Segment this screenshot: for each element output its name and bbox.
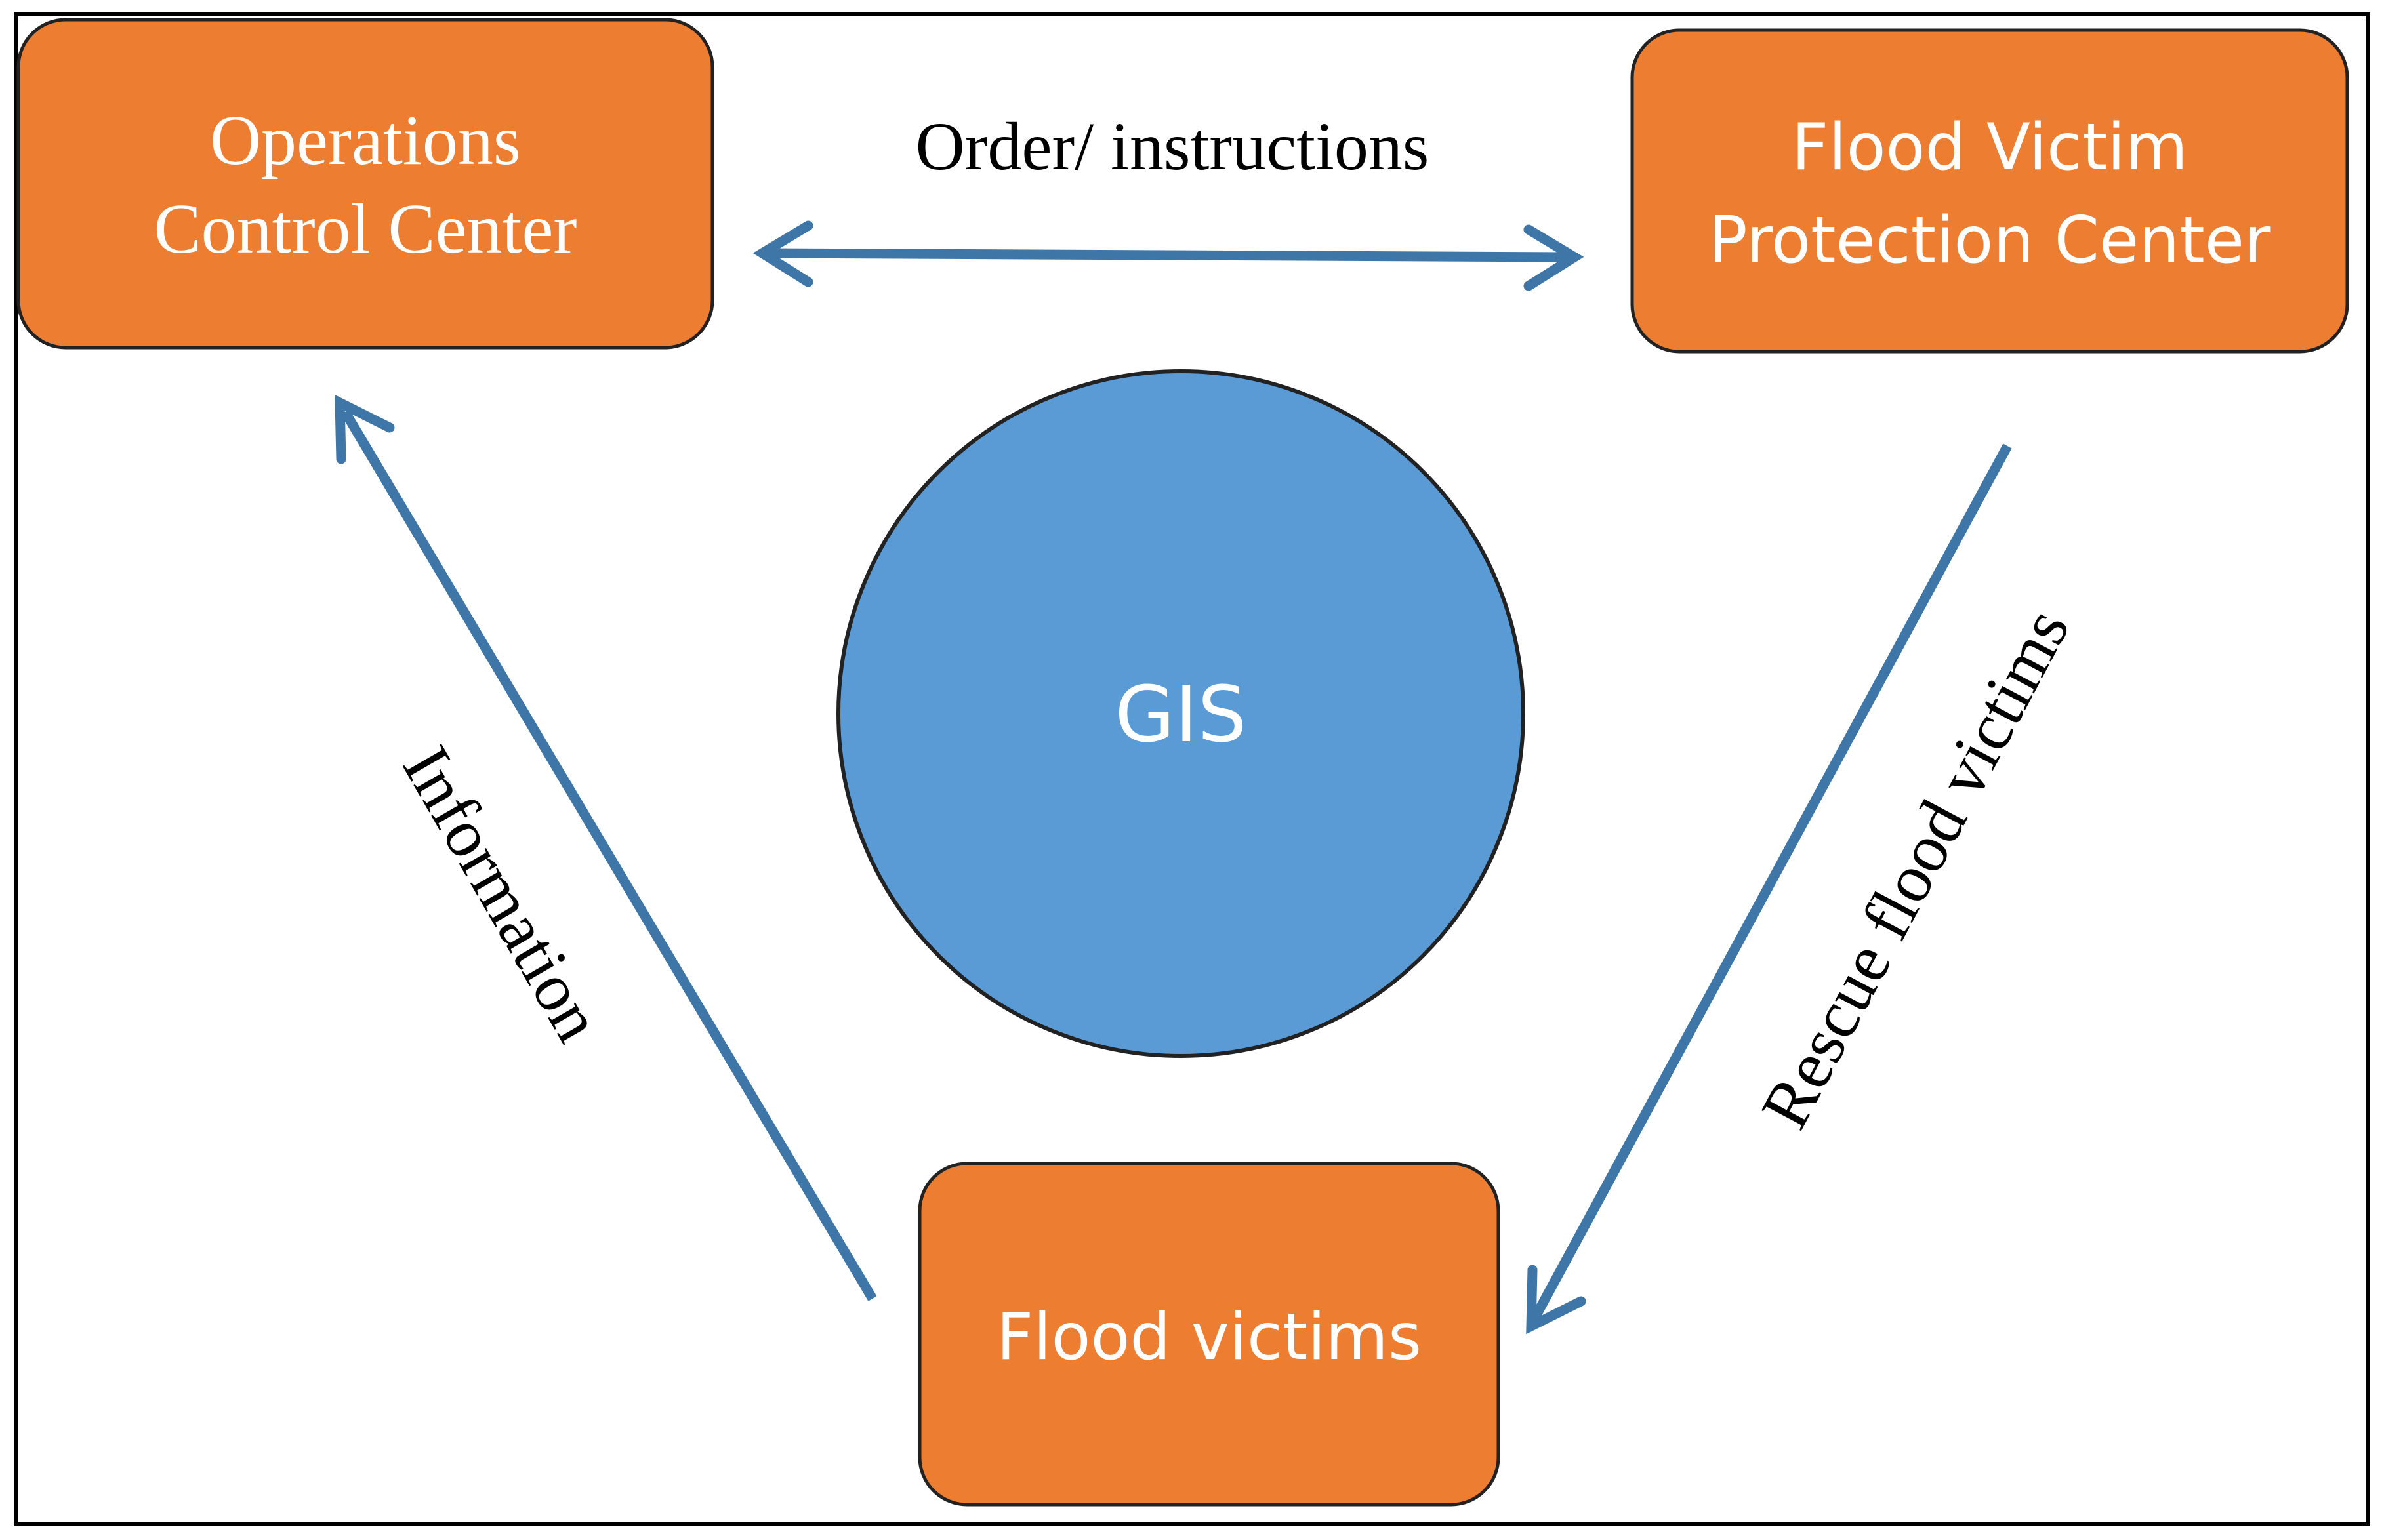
flood-victims-box [918, 1162, 1500, 1507]
order-instructions-edge: Order/ instructions [752, 109, 1584, 291]
gis-label: GIS [1115, 669, 1246, 760]
information-arrow-shaft [340, 409, 877, 1301]
order-instructions-arrowhead-left [752, 220, 813, 287]
flood-victims-node: Flood victims [918, 1162, 1500, 1507]
flood-victim-protection-center-box [1630, 28, 2349, 354]
order-instructions-arrow-shaft [766, 248, 1570, 262]
gis-node: GIS [836, 369, 1525, 1058]
operations-control-center-label-line-1: Operations [210, 102, 521, 180]
flood-victim-protection-center-node: Flood Victim Protection Center [1630, 28, 2349, 354]
operations-control-center-label-line-2: Control Center [154, 190, 577, 268]
information-arrowhead [335, 394, 395, 464]
rescue-flood-victims-arrow-shaft [1528, 443, 2012, 1325]
operations-control-center-box [16, 18, 714, 350]
flood-victims-label: Flood victims [996, 1300, 1422, 1375]
flood-victim-protection-center-label-line-1: Flood Victim [1792, 110, 2188, 185]
rescue-flood-victims-arrowhead [1526, 1265, 1586, 1335]
order-instructions-label: Order/ instructions [916, 109, 1429, 184]
order-instructions-arrowhead-right [1523, 224, 1584, 291]
gis-circle [836, 369, 1525, 1058]
flood-victim-protection-center-label-line-2: Protection Center [1709, 203, 2271, 278]
operations-control-center-node: Operations Control Center [16, 18, 714, 350]
